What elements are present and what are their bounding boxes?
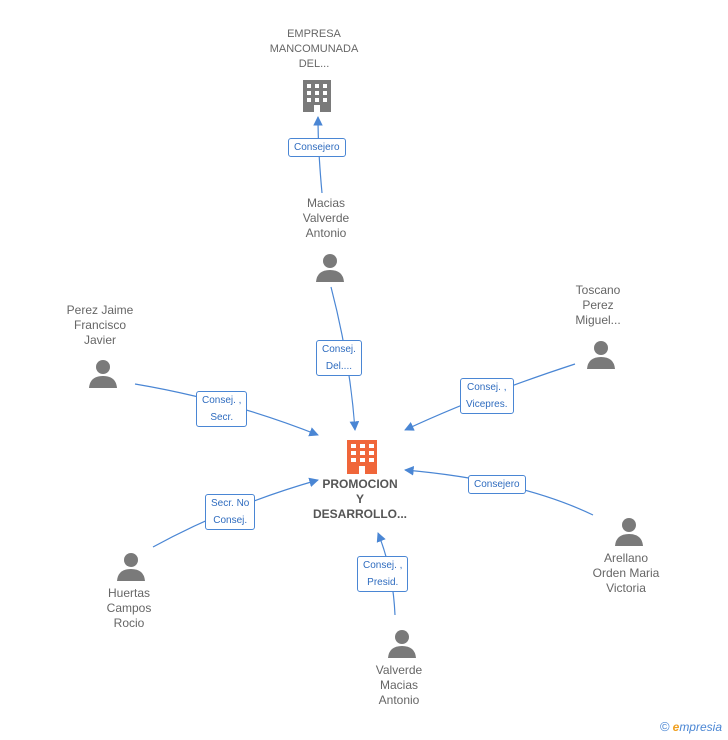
label-line: Javier (83, 333, 116, 347)
relation-label-consejero[interactable]: Consejero (288, 138, 346, 157)
relation-text: Consej. , (202, 395, 242, 406)
relation-text: Consej. (322, 344, 356, 355)
relation-text: Vicepres. (466, 399, 508, 410)
person-node-perez[interactable]: Perez Jaime Francisco Javier (50, 303, 150, 348)
person-icon[interactable] (88, 358, 118, 388)
relation-label-consej-secr[interactable]: Consej. , Secr. (196, 391, 248, 427)
relation-text: Presid. (367, 577, 399, 588)
person-node-toscano[interactable]: Toscano Perez Miguel... (548, 283, 648, 328)
relation-label-consej-presid[interactable]: Consej. , Presid. (357, 556, 409, 592)
company-node-promocion[interactable]: PROMOCION Y DESARROLLO... (300, 477, 420, 522)
person-label: Macias Valverde Antonio (276, 196, 376, 241)
label-line: Arellano (603, 551, 649, 565)
relation-label-secr-no-consej[interactable]: Secr. No Consej. (205, 494, 256, 530)
person-icon[interactable] (614, 516, 644, 546)
label-line: MANCOMUNADA (269, 43, 359, 55)
person-icon[interactable] (116, 551, 146, 581)
label-line: Orden Maria (592, 566, 660, 580)
label-line: Huertas (107, 586, 151, 600)
label-line: Toscano (575, 283, 621, 297)
person-icon[interactable] (387, 628, 417, 658)
building-icon[interactable] (302, 78, 332, 112)
label-line: Rocio (113, 616, 145, 630)
relation-label-consej-del[interactable]: Consej. Del.... (316, 340, 362, 376)
label-line: Perez Jaime (66, 303, 134, 317)
label-line: EMPRESA (287, 28, 341, 40)
relation-text: Consejero (294, 142, 340, 153)
logo-text: mpresia (679, 720, 722, 734)
label-line: DESARROLLO... (312, 507, 407, 521)
relation-text: Consej. , (467, 382, 507, 393)
copyright-symbol: © (660, 719, 670, 734)
relation-text: Consej. , (363, 560, 403, 571)
label-line: Francisco (73, 318, 126, 332)
person-label: Huertas Campos Rocio (79, 586, 179, 631)
building-icon[interactable] (346, 438, 378, 474)
relation-text: Consejero (474, 479, 520, 490)
person-label: Arellano Orden Maria Victoria (576, 551, 676, 596)
person-label: Perez Jaime Francisco Javier (50, 303, 150, 348)
person-label: Valverde Macias Antonio (349, 663, 449, 708)
label-line: DEL... (298, 58, 330, 70)
relation-label-consej-vicepres[interactable]: Consej. , Vicepres. (460, 378, 514, 414)
label-line: Macias (306, 196, 345, 210)
person-label: Toscano Perez Miguel... (548, 283, 648, 328)
label-line: PROMOCION (322, 477, 398, 491)
relation-text: Secr. (210, 412, 234, 423)
company-node-empresa-mancomunada[interactable]: EMPRESA MANCOMUNADA DEL... (258, 27, 370, 72)
person-icon[interactable] (315, 252, 345, 282)
person-node-valverde[interactable]: Valverde Macias Antonio (349, 663, 449, 708)
label-line: Miguel... (575, 313, 621, 327)
label-line: Antonio (305, 226, 347, 240)
label-line: Valverde (302, 211, 350, 225)
person-icon[interactable] (586, 339, 616, 369)
label-line: Valverde (375, 663, 423, 677)
label-line: Campos (106, 601, 152, 615)
label-line: Antonio (378, 693, 420, 707)
company-label: PROMOCION Y DESARROLLO... (300, 477, 420, 522)
company-label: EMPRESA MANCOMUNADA DEL... (258, 27, 370, 72)
person-node-huertas[interactable]: Huertas Campos Rocio (79, 586, 179, 631)
label-line: Victoria (606, 581, 646, 595)
relation-text: Consej. (213, 515, 248, 526)
label-line: Perez (582, 298, 614, 312)
label-line: Macias (379, 678, 418, 692)
logo-e: e (672, 720, 680, 734)
person-node-macias[interactable]: Macias Valverde Antonio (276, 196, 376, 241)
label-line: Y (355, 492, 364, 506)
empresia-logo: ©empresia (660, 719, 722, 734)
relation-text: Del.... (325, 361, 353, 372)
person-node-arellano[interactable]: Arellano Orden Maria Victoria (576, 551, 676, 596)
relation-label-consejero-arellano[interactable]: Consejero (468, 475, 526, 494)
relation-text: Secr. No (211, 498, 250, 509)
